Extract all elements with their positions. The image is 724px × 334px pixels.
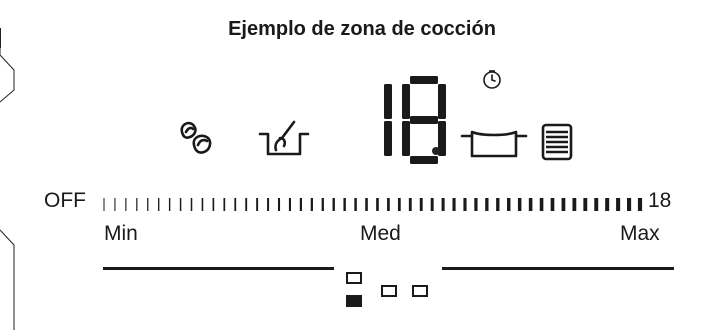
scale-tick <box>637 198 643 211</box>
zone-indicator-top <box>346 272 362 284</box>
scale-tick <box>147 198 149 211</box>
scale-tick <box>321 198 324 211</box>
scale-tick <box>397 198 401 211</box>
segment-e <box>402 121 410 156</box>
max-level-value: 18 <box>648 189 672 212</box>
scale-tick <box>528 198 533 211</box>
scale-tick <box>572 198 577 211</box>
divider-right <box>442 267 674 270</box>
scale-tick <box>245 198 248 211</box>
scale-tick <box>103 198 105 211</box>
grill-icon[interactable] <box>541 123 573 161</box>
segment-d <box>410 156 438 164</box>
scale-tick <box>212 198 215 211</box>
scale-tick <box>419 198 423 211</box>
segment-g <box>410 116 438 124</box>
scale-tick <box>550 198 555 211</box>
segment-c <box>384 121 392 156</box>
scale-tick <box>365 198 368 211</box>
scale-tick <box>299 198 302 211</box>
scale-tick <box>267 198 270 211</box>
scale-tick <box>343 198 346 211</box>
scale-tick <box>605 198 610 211</box>
scale-tick <box>277 198 281 211</box>
scale-tick <box>441 198 445 211</box>
power-level-slider[interactable] <box>100 197 646 213</box>
scale-tick <box>310 198 313 211</box>
bean-icon[interactable] <box>176 118 216 158</box>
scale-tick <box>179 198 182 211</box>
min-label: Min <box>104 222 138 245</box>
scale-tick <box>234 198 237 211</box>
timer-icon[interactable] <box>481 68 503 90</box>
scale-tick <box>485 198 489 211</box>
scale-tick <box>408 198 412 211</box>
power-level-display <box>340 76 458 168</box>
frame-edge-left <box>0 30 15 330</box>
pan-stirring-icon[interactable] <box>256 116 312 160</box>
scale-tick <box>387 198 390 211</box>
scale-tick <box>354 198 357 211</box>
scale-tick <box>190 198 193 211</box>
scale-tick <box>507 198 511 211</box>
scale-tick <box>223 198 226 211</box>
scale-tick <box>539 198 544 211</box>
scale-tick <box>256 198 259 211</box>
zone-indicator-middle[interactable] <box>381 285 397 297</box>
scale-tick <box>168 198 171 211</box>
scale-tick <box>158 198 160 211</box>
segment-f <box>402 84 410 119</box>
scale-tick <box>136 198 138 211</box>
scale-tick <box>125 198 127 211</box>
scale-tick <box>583 198 588 211</box>
max-label: Max <box>620 222 660 245</box>
scale-tick <box>201 198 204 211</box>
scale-tick <box>561 198 566 211</box>
scale-tick <box>474 198 478 211</box>
pot-icon[interactable] <box>458 122 530 162</box>
divider-left <box>103 267 334 270</box>
off-label: OFF <box>44 189 86 212</box>
segment-b <box>384 84 392 119</box>
scale-tick <box>114 198 116 211</box>
scale-tick <box>332 198 335 211</box>
zone-indicator-right[interactable] <box>412 285 428 297</box>
scale-tick <box>376 198 379 211</box>
decimal-dot <box>432 147 440 155</box>
segment-c <box>438 121 446 156</box>
scale-tick <box>616 198 621 211</box>
scale-tick <box>452 198 456 211</box>
page-title: Ejemplo de zona de cocción <box>228 18 496 40</box>
scale-tick <box>626 198 632 211</box>
scale-tick <box>430 198 434 211</box>
med-label: Med <box>360 222 401 245</box>
scale-tick <box>517 198 522 211</box>
segment-b <box>438 84 446 119</box>
scale-tick <box>463 198 467 211</box>
segment-a <box>410 76 438 84</box>
scale-tick <box>496 198 500 211</box>
scale-tick <box>594 198 599 211</box>
zone-indicator-selected[interactable] <box>346 295 362 307</box>
scale-tick <box>288 198 292 211</box>
